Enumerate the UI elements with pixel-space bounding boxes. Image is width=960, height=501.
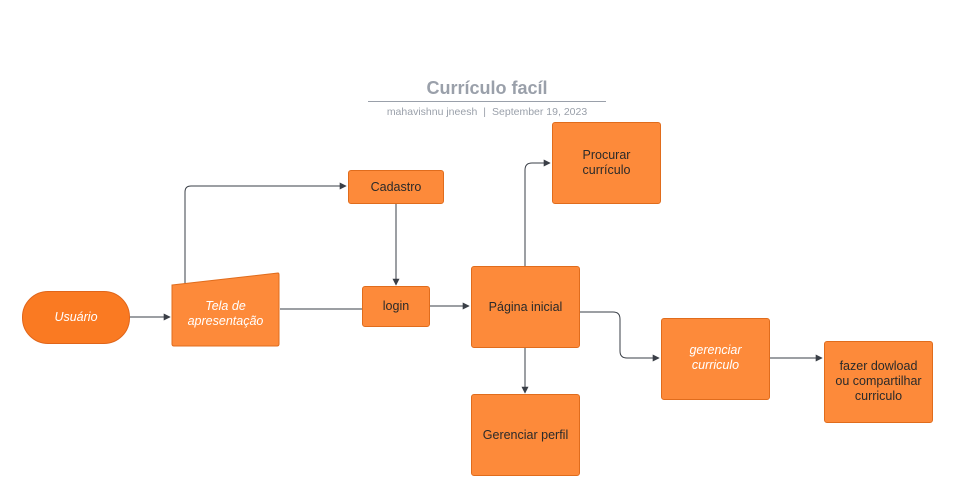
edge-tela-to-cadastro bbox=[184, 182, 347, 285]
node-fazer-download[interactable]: fazer dowload ou compartilhar curriculo bbox=[824, 341, 933, 423]
node-pagina-inicial[interactable]: Página inicial bbox=[471, 266, 580, 348]
node-gerenciar-perfil[interactable]: Gerenciar perfil bbox=[471, 394, 580, 476]
diagram-date: September 19, 2023 bbox=[492, 106, 588, 118]
edge-pagina-to-gerenciar bbox=[580, 311, 660, 362]
node-login-label: login bbox=[382, 299, 410, 313]
node-gerenciar-label: gerenciar curriculo bbox=[689, 343, 742, 372]
manual-input-shape bbox=[171, 272, 280, 347]
node-gerenciar-curriculo[interactable]: gerenciar curriculo bbox=[661, 318, 770, 400]
node-cadastro-label: Cadastro bbox=[370, 179, 422, 194]
node-procurar-curriculo[interactable]: Procurar currículo bbox=[552, 122, 661, 204]
node-cadastro[interactable]: Cadastro bbox=[348, 170, 444, 204]
node-download-label: fazer dowload ou compartilhar curriculo bbox=[835, 359, 922, 403]
node-tela-label: Tela de apresentação bbox=[187, 298, 264, 328]
node-tela-apresentacao[interactable]: Tela de apresentação bbox=[171, 272, 280, 347]
author-name: mahavishnu jneesh bbox=[386, 106, 478, 118]
title-underline bbox=[368, 101, 606, 102]
node-usuario-label: Usuário bbox=[54, 310, 98, 324]
node-usuario[interactable]: Usuário bbox=[22, 291, 130, 344]
node-procurar-label: Procurar currículo bbox=[582, 148, 631, 177]
subtitle-separator: | bbox=[483, 106, 487, 118]
edge-pagina-to-procurar bbox=[524, 159, 551, 266]
node-perfil-label: Gerenciar perfil bbox=[482, 427, 569, 442]
node-pagina-label: Página inicial bbox=[488, 299, 563, 314]
diagram-subtitle: mahavishnu jneesh | September 19, 2023 bbox=[348, 106, 626, 118]
node-login[interactable]: login bbox=[362, 286, 430, 327]
diagram-title: Currículo facíl bbox=[426, 78, 548, 98]
